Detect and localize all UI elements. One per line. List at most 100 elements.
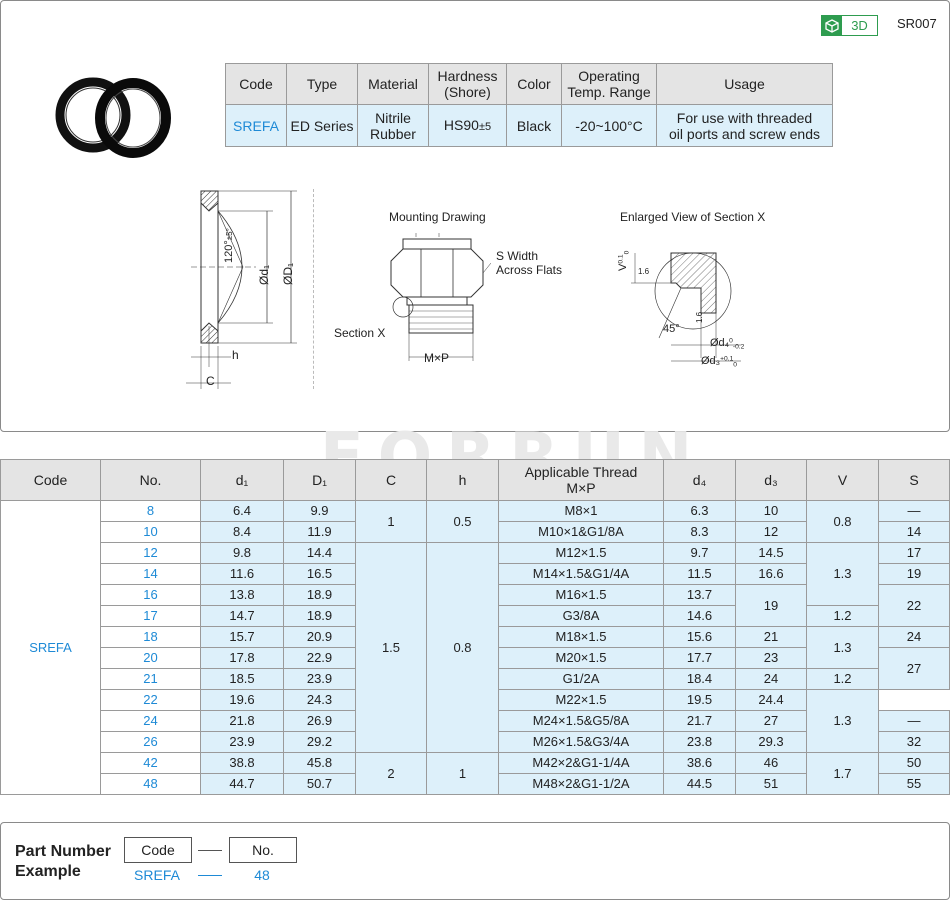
row-S: 22 [878, 584, 950, 627]
row-S: 50 [878, 752, 950, 774]
across-flats-label: Across Flats [496, 263, 563, 277]
spec-header-material: Material [357, 63, 429, 105]
col-no: No. [100, 459, 201, 501]
table-row: 24 21.8 26.9 M24×1.5&G5/8A 21.7 27 — [1, 710, 950, 732]
spec-header-type: Type [286, 63, 358, 105]
seal-section-drawing [186, 190, 297, 389]
row-thread: M42×2&G1-1/4A [498, 752, 664, 774]
row-no[interactable]: 14 [100, 563, 201, 585]
col-D1: D₁ [283, 459, 356, 501]
row-S: — [878, 710, 950, 732]
row-S: 27 [878, 647, 950, 690]
row-D1: 24.3 [283, 689, 356, 711]
row-d4: 19.5 [663, 689, 736, 711]
row-d3: 27 [735, 710, 807, 732]
row-S: — [878, 500, 950, 522]
s-width-label: S Width [496, 249, 539, 263]
spec-usage: For use with threaded oil ports and scre… [656, 104, 833, 147]
v-tol: 0.10 [617, 251, 630, 264]
row-no[interactable]: 48 [100, 773, 201, 795]
r16b-label: 1.6 [695, 311, 704, 323]
row-D1: 45.8 [283, 752, 356, 774]
table-row: 14 11.6 16.5 M14×1.5&G1/4A 11.5 16.6 19 [1, 563, 950, 585]
row-d1: 23.9 [200, 731, 284, 753]
row-no[interactable]: 12 [100, 542, 201, 564]
enlarged-title: Enlarged View of Section X [620, 210, 766, 224]
row-no[interactable]: 17 [100, 605, 201, 627]
product-info-panel: 3D SR007 Code Type Material Hardness (Sh… [0, 0, 950, 432]
col-d4: d₄ [663, 459, 736, 501]
col-d1: d₁ [200, 459, 284, 501]
v-value: V [617, 263, 629, 271]
row-thread: M26×1.5&G3/4A [498, 731, 664, 753]
row-no[interactable]: 16 [100, 584, 201, 606]
d3-label: Ød₃+0.10 [701, 355, 737, 369]
row-no[interactable]: 42 [100, 752, 201, 774]
row-d4: 21.7 [663, 710, 736, 732]
row-no[interactable]: 20 [100, 647, 201, 669]
row-d3: 24.4 [735, 689, 807, 711]
row-no[interactable]: 22 [100, 689, 201, 711]
row-h: 0.5 [426, 500, 499, 543]
row-d1: 14.7 [200, 605, 284, 627]
row-C: 1.5 [355, 542, 427, 753]
row-no[interactable]: 24 [100, 710, 201, 732]
spec-type: ED Series [286, 104, 358, 147]
angle-label: 120°±5° [223, 228, 235, 263]
row-D1: 26.9 [283, 710, 356, 732]
spec-header-color: Color [506, 63, 562, 105]
row-D1: 29.2 [283, 731, 356, 753]
drawing-divider [313, 189, 314, 389]
row-d4: 14.6 [663, 605, 736, 627]
row-D1: 20.9 [283, 626, 356, 648]
row-d4: 38.6 [663, 752, 736, 774]
enlarged-view-drawing [631, 252, 741, 362]
row-d1: 6.4 [200, 500, 284, 522]
row-no[interactable]: 18 [100, 626, 201, 648]
row-d3: 12 [735, 521, 807, 543]
table-row: 18 15.7 20.9 M18×1.5 15.6 21 1.3 24 [1, 626, 950, 669]
row-D1: 22.9 [283, 647, 356, 669]
row-C: 1 [355, 500, 427, 543]
C-label: C [206, 374, 215, 388]
row-S: 17 [878, 542, 950, 564]
row-d4: 6.3 [663, 500, 736, 522]
pn-separator [198, 850, 222, 851]
col-V: V [806, 459, 879, 501]
row-thread: G1/2A [498, 668, 664, 690]
row-no[interactable]: 10 [100, 521, 201, 543]
d4-tol-bot: -0.2 [732, 343, 745, 351]
row-d4: 13.7 [663, 584, 736, 606]
dimension-table: Code No. d₁ D₁ C h Applicable Thread M×P… [0, 459, 950, 795]
3d-model-button[interactable]: 3D [821, 15, 878, 36]
row-d3: 21 [735, 626, 807, 648]
row-no[interactable]: 26 [100, 731, 201, 753]
d3-tol-bot: 0 [733, 361, 737, 369]
spec-header-code: Code [225, 63, 287, 105]
row-code[interactable]: SREFA [0, 500, 101, 795]
pn-no-box: No. [229, 837, 297, 863]
spec-header-hardness: Hardness (Shore) [428, 63, 507, 105]
mxp-label: M×P [424, 351, 450, 365]
row-no[interactable]: 8 [100, 500, 201, 522]
d3-tol-top: +0.1 [720, 355, 734, 363]
spec-code[interactable]: SREFA [225, 104, 287, 147]
d4-value: Ød₄ [710, 337, 730, 349]
row-thread: M10×1&G1/8A [498, 521, 664, 543]
row-V: 1.2 [806, 605, 879, 627]
cube-icon [822, 16, 842, 35]
row-C: 2 [355, 752, 427, 795]
row-S: 55 [878, 773, 950, 795]
row-no[interactable]: 21 [100, 668, 201, 690]
pn-no-value: 48 [254, 867, 270, 883]
row-D1: 11.9 [283, 521, 356, 543]
row-d4: 17.7 [663, 647, 736, 669]
row-thread: M16×1.5 [498, 584, 664, 606]
row-S: 14 [878, 521, 950, 543]
col-h: h [426, 459, 499, 501]
table-row: 17 14.7 18.9 G3/8A 14.6 1.2 [1, 605, 950, 627]
row-thread: M20×1.5 [498, 647, 664, 669]
col-thread: Applicable Thread M×P [498, 459, 664, 501]
row-thread: M22×1.5 [498, 689, 664, 711]
d3-tol: +0.10 [720, 355, 737, 369]
